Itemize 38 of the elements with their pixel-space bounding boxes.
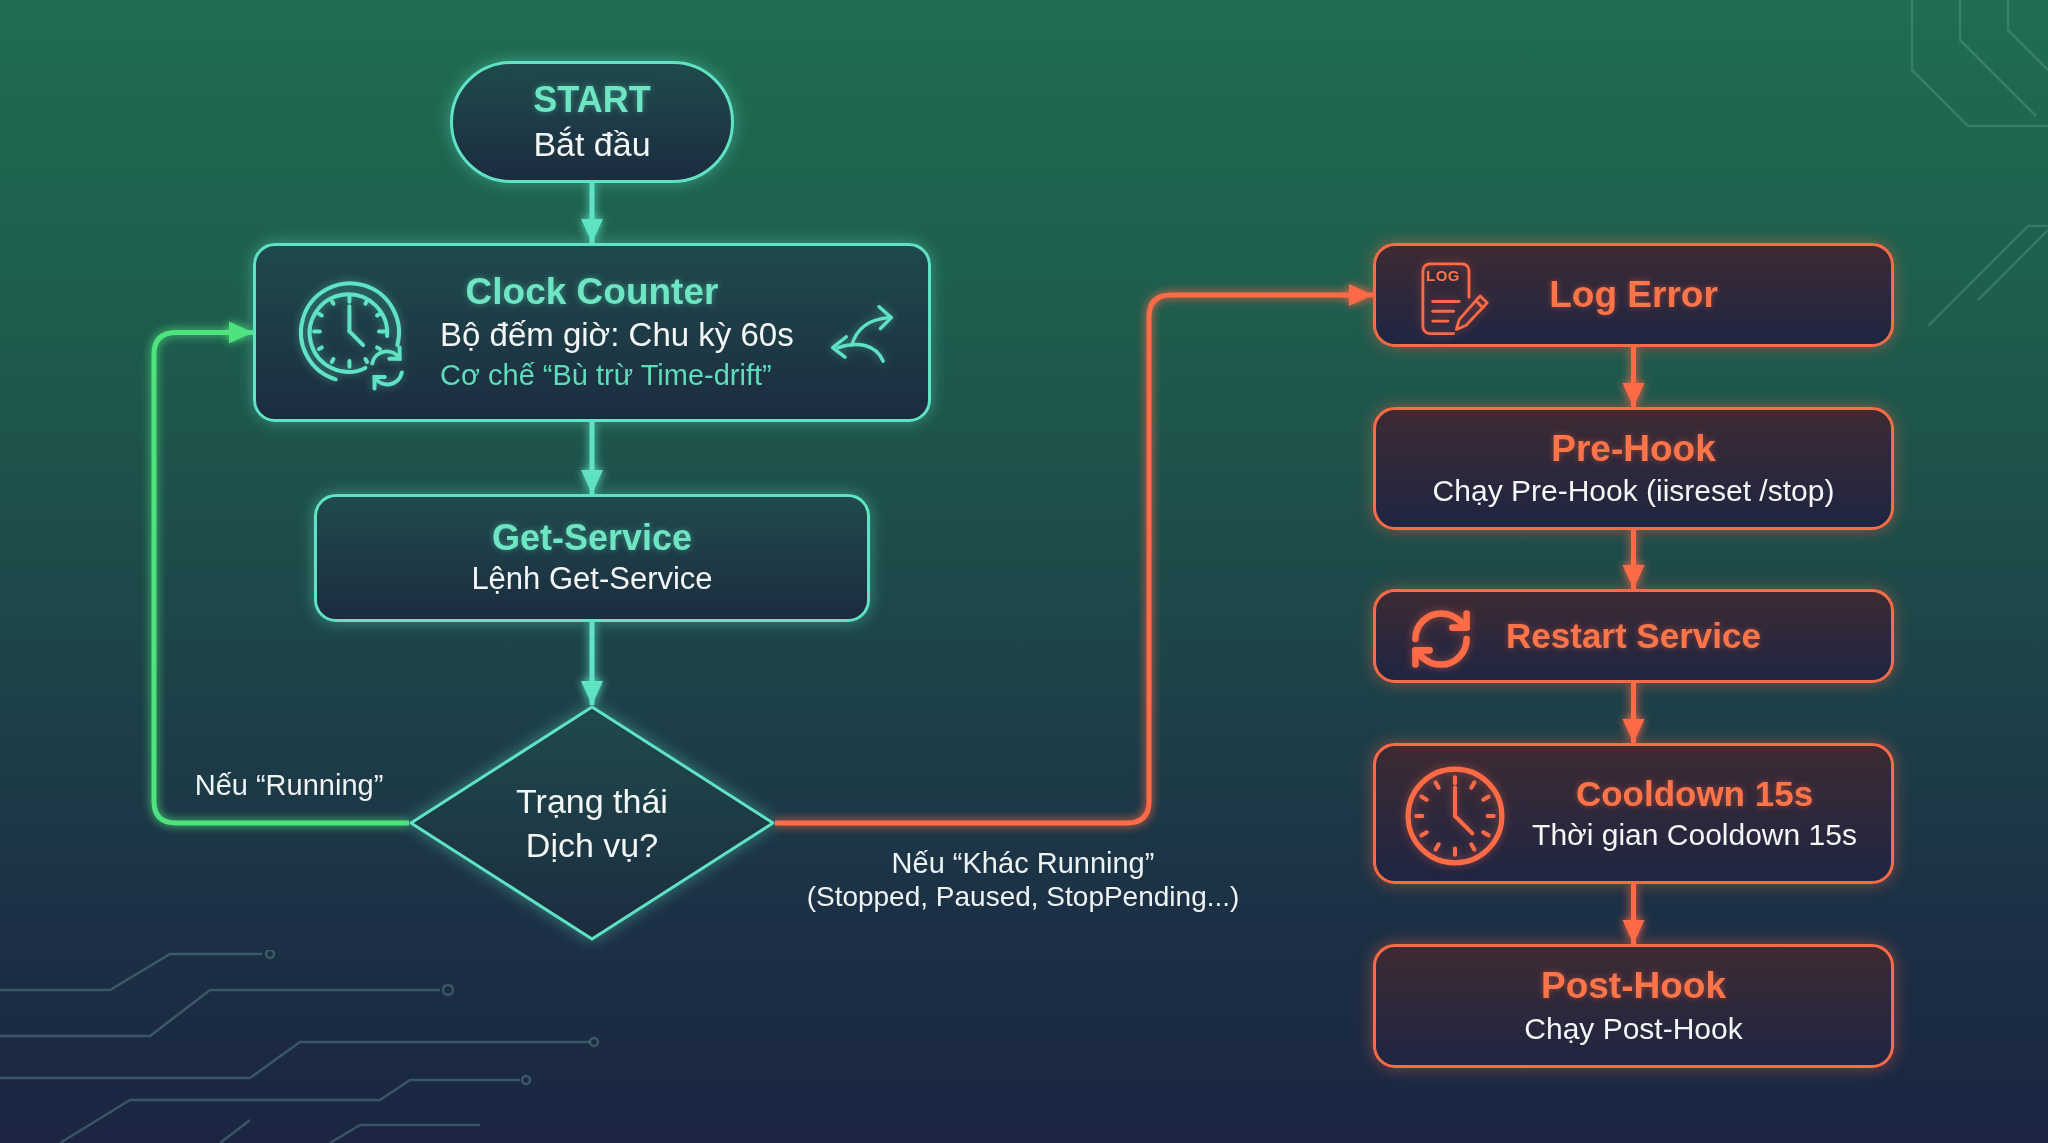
node-text: Thời gian Cooldown 15s bbox=[1532, 817, 1857, 853]
flow-arrow bbox=[581, 183, 603, 243]
node-text: Chạy Pre-Hook (iisreset /stop) bbox=[1432, 473, 1835, 510]
node-note: Cơ chế “Bù trừ Time-drift” bbox=[440, 358, 772, 394]
flow-arrow bbox=[1622, 347, 1645, 407]
process-box bbox=[314, 494, 870, 622]
node-text: Trạng thái Dịch vụ? bbox=[515, 780, 669, 866]
process-box bbox=[1373, 589, 1894, 683]
process-box bbox=[1373, 743, 1894, 884]
edge-label: Nếu “Khác Running” bbox=[891, 845, 1155, 881]
node-title: Get-Service bbox=[491, 516, 693, 560]
node-title: Cooldown 15s bbox=[1575, 773, 1814, 815]
icon-text: LOG bbox=[1426, 268, 1460, 285]
node-title: Post-Hook bbox=[1541, 964, 1726, 1009]
process-box bbox=[1373, 407, 1894, 530]
flow-arrow bbox=[1622, 530, 1645, 589]
node-title: Pre-Hook bbox=[1551, 426, 1716, 471]
node-title: START bbox=[533, 78, 651, 122]
decision-diamond bbox=[409, 705, 775, 941]
condition-note: (Stopped, Paused, StopPending...) bbox=[806, 882, 1240, 913]
flow-arrow bbox=[1622, 683, 1645, 743]
flow-arrow bbox=[581, 422, 603, 494]
node-title: Restart Service bbox=[1506, 615, 1761, 657]
process-box bbox=[1373, 243, 1894, 347]
node-text: Bộ đếm giờ: Chu kỳ 60s bbox=[440, 315, 794, 356]
node-text: Bắt đầu bbox=[533, 123, 651, 165]
process-box bbox=[253, 243, 931, 422]
process-box bbox=[1373, 944, 1894, 1068]
start-terminal bbox=[450, 61, 734, 183]
flow-arrow bbox=[775, 284, 1373, 826]
flow-arrow bbox=[151, 321, 409, 826]
node-title: Log Error bbox=[1549, 272, 1718, 317]
node-text: Lệnh Get-Service bbox=[471, 560, 713, 599]
flow-arrow bbox=[581, 622, 603, 705]
flow-arrow bbox=[1622, 884, 1645, 944]
node-title: Clock Counter bbox=[465, 270, 719, 314]
edge-label: Nếu “Running” bbox=[194, 767, 384, 803]
node-text: Chạy Post-Hook bbox=[1524, 1010, 1743, 1047]
